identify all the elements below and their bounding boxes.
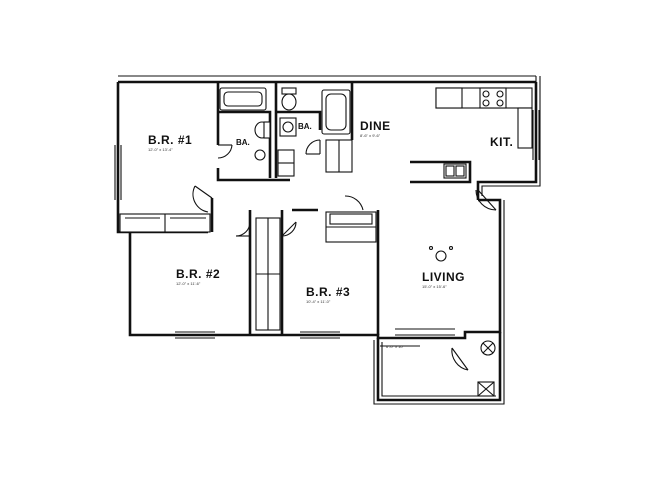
dims-dine: 8'-6" x 9'-6"	[360, 133, 381, 138]
label-kitchen: KIT.	[490, 135, 513, 149]
interior-walls	[210, 82, 472, 335]
exterior-walls	[116, 75, 541, 405]
dims-bedroom-2: 12'-0" x 11'-6"	[176, 281, 201, 286]
label-dine: DINE	[360, 119, 391, 133]
label-living: LIVING	[422, 270, 465, 284]
label-bedroom-3: B.R. #3	[306, 285, 350, 299]
label-bedroom-1: B.R. #1	[148, 133, 192, 147]
label-bath-1: BA.	[236, 138, 250, 147]
dims-bedroom-1: 12'-0" x 13'-4"	[148, 147, 173, 152]
doors	[192, 139, 497, 371]
dims-living: 15'-0" x 15'-6"	[422, 284, 447, 289]
closets	[119, 139, 377, 331]
fixtures	[219, 87, 533, 397]
label-bedroom-2: B.R. #2	[176, 267, 220, 281]
room-labels: B.R. #1 12'-0" x 13'-4" B.R. #2 12'-0" x…	[148, 119, 513, 349]
windows	[114, 110, 540, 339]
dims-bedroom-3: 10'-4" x 11'-0"	[306, 299, 331, 304]
label-bath-2: BA.	[298, 122, 312, 131]
